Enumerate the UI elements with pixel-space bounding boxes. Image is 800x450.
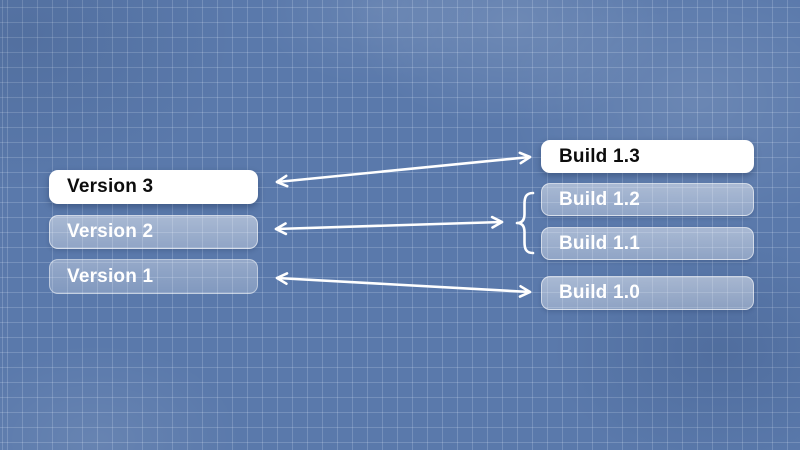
build-1-3-box: Build 1.3 [541,140,754,173]
arrow-version1-build10 [275,272,532,298]
version-1-label: Version 1 [67,265,154,287]
build-1-0-box: Build 1.0 [541,276,754,310]
version-2-label: Version 2 [67,221,154,242]
version-3-label: Version 3 [67,176,154,197]
build-1-0-label: Build 1.0 [559,282,640,303]
version-3-box: Version 3 [49,170,258,204]
build-1-1-label: Build 1.1 [559,232,640,254]
build-1-3-label: Build 1.3 [559,145,640,167]
grouping-brace-icon [515,191,535,255]
arrow-version3-build13 [275,151,532,188]
build-1-2-box: Build 1.2 [541,183,754,216]
build-1-2-label: Build 1.2 [559,188,640,210]
build-1-1-box: Build 1.1 [541,227,754,260]
arrow-version2-builds [274,215,504,236]
version-1-box: Version 1 [49,259,258,294]
version-2-box: Version 2 [49,215,258,249]
